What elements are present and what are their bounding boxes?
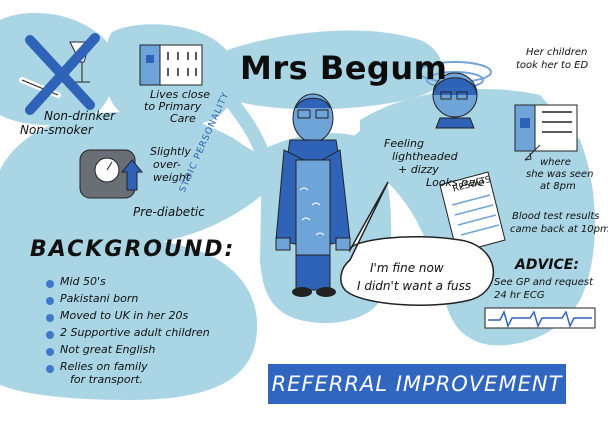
bullet-dot xyxy=(46,365,54,373)
background-item: Relies on family xyxy=(60,360,148,373)
quote-line-1: I'm fine now xyxy=(370,261,444,275)
lives-close-line-2: to Primary xyxy=(144,100,202,113)
bullet-dot xyxy=(46,280,54,288)
ecg-strip-icon xyxy=(484,307,596,329)
background-item: Not great English xyxy=(60,343,156,356)
background-item: Pakistani born xyxy=(60,292,139,305)
referral-improvement-banner: REFERRAL IMPROVEMENT xyxy=(268,364,566,404)
background-item: Mid 50's xyxy=(60,275,106,288)
seen-line-2: she was seen xyxy=(526,169,594,180)
speech-bubble xyxy=(340,181,495,306)
title-blob xyxy=(211,30,443,110)
mrs-begum-figure xyxy=(275,93,351,297)
background-title: BACKGROUND: xyxy=(30,237,236,262)
weight-line-2: over- xyxy=(153,158,181,171)
weighing-scale-icon xyxy=(79,149,144,199)
symptom-line-2: lightheaded xyxy=(392,150,458,163)
banner-text: REFERRAL IMPROVEMENT xyxy=(271,372,563,396)
background-item: Moved to UK in her 20s xyxy=(60,309,189,322)
page-title: Mrs Begum xyxy=(240,49,448,87)
children-line-2: took her to ED xyxy=(516,60,589,71)
bullet-dot xyxy=(46,297,54,305)
children-line-1: Her children xyxy=(526,47,588,58)
seen-line-3: at 8pm xyxy=(540,181,576,192)
bullet-dot xyxy=(46,314,54,322)
weight-line-1: Slightly xyxy=(150,145,191,158)
no-drink-no-smoke-icon xyxy=(19,33,100,115)
hospital-icon xyxy=(514,104,578,161)
symptom-line-3: + dizzy xyxy=(398,163,439,176)
seen-line-1: where xyxy=(540,157,571,168)
quote-line-2: I didn't want a fuss xyxy=(357,279,472,293)
lives-close-line-3: Care xyxy=(170,112,196,125)
results-paper-icon xyxy=(439,171,506,254)
blood-test-line-2: came back at 10pm xyxy=(510,224,608,235)
advice-title: ADVICE: xyxy=(515,257,579,273)
blood-test-line-1: Blood test results xyxy=(512,211,600,222)
bullet-dot xyxy=(46,331,54,339)
background-blob xyxy=(0,227,258,400)
background-item-continued: for transport. xyxy=(70,373,143,386)
dizzy-portrait xyxy=(418,61,492,129)
pre-diabetic-label: Pre-diabetic xyxy=(133,205,205,219)
primary-care-building-icon xyxy=(139,44,203,86)
non-smoker-label: Non-smoker xyxy=(20,123,93,137)
bullet-dot xyxy=(46,348,54,356)
symptom-line-1: Feeling xyxy=(384,137,424,150)
advice-line-1: See GP and request xyxy=(494,277,594,288)
weight-line-3: weight xyxy=(153,171,191,184)
lives-close-line-1: Lives close xyxy=(150,88,211,101)
non-drinker-label: Non-drinker xyxy=(44,109,116,123)
advice-line-2: 24 hr ECG xyxy=(494,290,545,301)
symptom-line-4: Looks pale xyxy=(426,176,485,189)
background-item: 2 Supportive adult children xyxy=(60,326,210,339)
